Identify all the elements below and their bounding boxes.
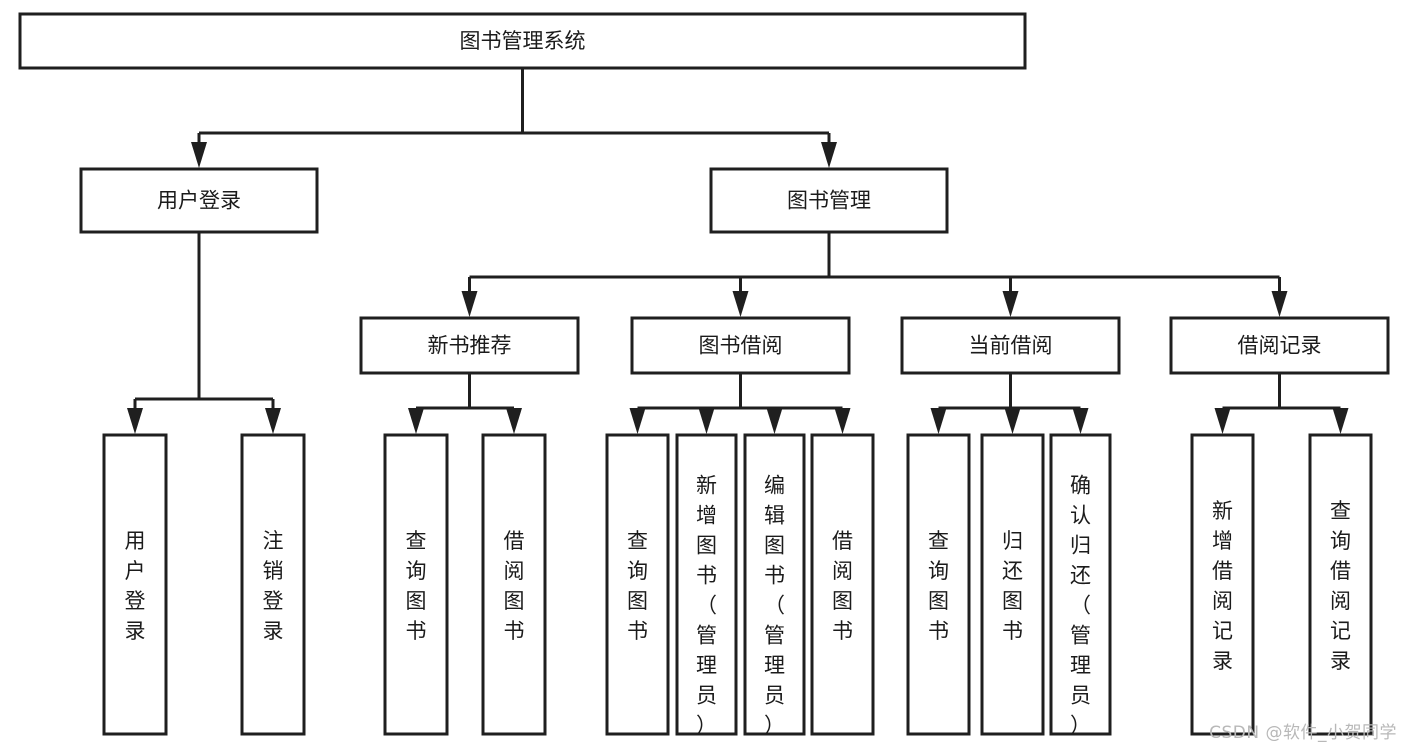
node-label: 借阅图书: [504, 529, 525, 643]
node-newbook[interactable]: 新书推荐: [359, 316, 580, 375]
arrow-head-icon: [732, 291, 749, 317]
arrow-head-icon: [506, 408, 522, 434]
edge-group-bookmgmt: [461, 232, 1288, 317]
node-leaf-query-book-2[interactable]: 查询图书: [605, 433, 670, 736]
node-label: 查询图书: [406, 529, 427, 643]
node-box: [900, 316, 1121, 375]
node-bookmgmt[interactable]: 图书管理: [709, 167, 949, 234]
node-label: 注销登录: [263, 529, 284, 643]
arrow-head-icon: [766, 408, 783, 434]
node-label: 新增图书（管理员）: [696, 473, 717, 737]
node-box: [383, 433, 449, 736]
node-label: 借阅图书: [832, 529, 853, 643]
node-label: 归还图书: [1002, 529, 1023, 643]
edge-group-records: [1214, 373, 1349, 434]
arrow-head-icon: [1332, 408, 1349, 434]
node-label: 编辑图书（管理员）: [764, 473, 785, 737]
node-box: [980, 433, 1045, 736]
node-box: [18, 12, 1027, 70]
arrow-head-icon: [1214, 408, 1231, 434]
node-box: [1308, 433, 1373, 736]
node-current[interactable]: 当前借阅: [900, 316, 1121, 375]
node-leaf-borrow-book-1[interactable]: 借阅图书: [481, 433, 547, 736]
node-box: [675, 433, 738, 736]
node-label: 用户登录: [157, 189, 241, 213]
node-box: [359, 316, 580, 375]
node-borrow[interactable]: 图书借阅: [630, 316, 851, 375]
edge-group-login: [127, 232, 281, 434]
node-box: [240, 433, 306, 736]
node-box: [906, 433, 971, 736]
node-box: [1049, 433, 1112, 736]
csdn-watermark: CSDN @软件_小贺同学: [1209, 723, 1397, 743]
arrow-head-icon: [629, 408, 646, 434]
arrow-head-icon: [930, 408, 947, 434]
edge-group-borrow: [629, 373, 851, 434]
node-box: [605, 433, 670, 736]
arrow-head-icon: [821, 142, 837, 168]
node-label: 确认归还（管理员）: [1070, 473, 1091, 737]
node-records[interactable]: 借阅记录: [1169, 316, 1390, 375]
node-box: [1169, 316, 1390, 375]
node-leaf-add-book[interactable]: 新增图书（管理员）: [675, 433, 738, 737]
arrow-head-icon: [834, 408, 851, 434]
node-label: 图书管理: [787, 189, 871, 213]
arrow-head-icon: [1072, 408, 1089, 434]
arrow-head-icon: [461, 291, 478, 317]
connector-edges: [127, 68, 1349, 434]
arrow-head-icon: [127, 408, 143, 434]
node-label: 图书管理系统: [460, 29, 586, 53]
node-login[interactable]: 用户登录: [79, 167, 319, 234]
node-root[interactable]: 图书管理系统: [18, 12, 1027, 70]
arrow-head-icon: [1271, 291, 1288, 317]
node-label: 图书借阅: [699, 334, 783, 358]
arrow-head-icon: [191, 142, 207, 168]
arrow-head-icon: [1002, 291, 1019, 317]
node-leaf-query-book-3[interactable]: 查询图书: [906, 433, 971, 736]
node-leaf-query-record[interactable]: 查询借阅记录: [1308, 433, 1373, 736]
node-box: [810, 433, 875, 736]
node-leaf-edit-book[interactable]: 编辑图书（管理员）: [743, 433, 806, 737]
node-label: 查询借阅记录: [1330, 499, 1351, 673]
node-box: [79, 167, 319, 234]
node-leaf-return-book[interactable]: 归还图书: [980, 433, 1045, 736]
node-leaf-borrow-book-2[interactable]: 借阅图书: [810, 433, 875, 736]
node-label: 当前借阅: [969, 334, 1053, 358]
node-label: 借阅记录: [1238, 334, 1322, 358]
node-box: [1190, 433, 1255, 736]
node-label: 用户登录: [125, 529, 146, 643]
node-box: [630, 316, 851, 375]
node-label: 新书推荐: [428, 334, 512, 358]
edge-group-newbook: [408, 373, 522, 434]
node-leaf-logout[interactable]: 注销登录: [240, 433, 306, 736]
node-leaf-add-record[interactable]: 新增借阅记录: [1190, 433, 1255, 736]
node-box: [709, 167, 949, 234]
arrow-head-icon: [265, 408, 281, 434]
node-box: [102, 433, 168, 736]
arrow-head-icon: [698, 408, 715, 434]
node-leaf-query-book-1[interactable]: 查询图书: [383, 433, 449, 736]
node-label: 查询图书: [627, 529, 648, 643]
edge-group-root: [191, 68, 837, 168]
node-box: [743, 433, 806, 736]
node-label: 查询图书: [928, 529, 949, 643]
node-leaf-user-login[interactable]: 用户登录: [102, 433, 168, 736]
node-label: 新增借阅记录: [1212, 499, 1233, 673]
arrow-head-icon: [408, 408, 424, 434]
node-leaf-confirm-return[interactable]: 确认归还（管理员）: [1049, 433, 1112, 737]
node-box: [481, 433, 547, 736]
arrow-head-icon: [1004, 408, 1021, 434]
edge-group-current: [930, 373, 1089, 434]
diagram-nodes: 图书管理系统用户登录图书管理新书推荐图书借阅当前借阅借阅记录用户登录注销登录查询…: [18, 12, 1390, 737]
